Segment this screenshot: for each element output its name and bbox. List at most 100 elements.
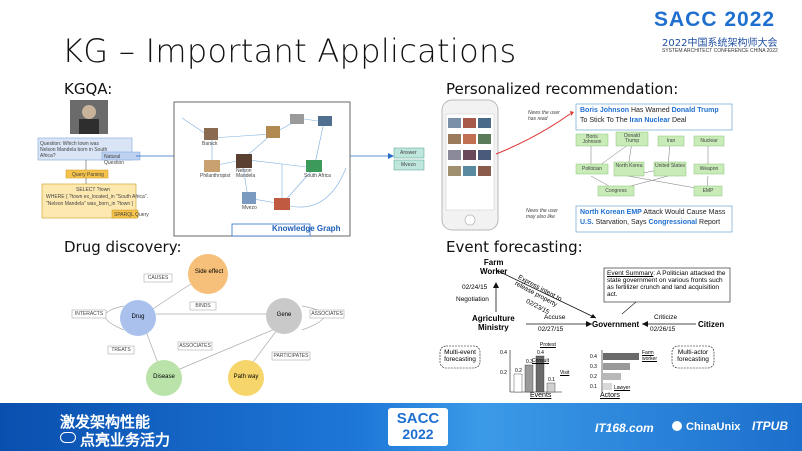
event-arrows <box>495 269 696 325</box>
events-tick-1: 0.2 <box>500 370 507 376</box>
actor-bar-label-lawyer: Lawyer <box>614 385 631 391</box>
mandela-suit <box>79 119 99 134</box>
sponsor-chinaunix: ChinaUnix <box>686 421 741 433</box>
phone-news-thumbnails <box>448 118 491 176</box>
recommendation-diagram <box>441 99 733 233</box>
kg-node-philanthropist <box>204 160 220 172</box>
node-gene <box>266 298 302 334</box>
news2-box <box>575 205 733 233</box>
criticize-date: 02/26/15 <box>650 326 676 333</box>
kg-node-label-philanthropist: Philanthropist <box>200 173 231 179</box>
news1-text-2: To Stick To The <box>580 117 630 124</box>
edge-associates: ASSOCIATES <box>179 343 211 349</box>
news2-entity-emp: North Korean EMP <box>580 209 642 216</box>
news1-entity-boris: Boris Johnson <box>580 107 630 114</box>
rec-node-united-states: United States <box>654 163 686 169</box>
news1-entity-trump: Donald Trump <box>671 107 719 114</box>
node-drug <box>120 300 156 336</box>
footer-banner: 激发架构性能 点亮业务活力 SACC 2022 IT168.com ChinaU… <box>0 403 802 451</box>
edge-interacts: INTERACTS <box>74 311 104 317</box>
drug-heading: Drug discovery: <box>64 238 182 256</box>
kg-node-eiffel <box>266 126 280 138</box>
event-diagram: 0.2 0.3 0.4 0.1 <box>439 267 731 393</box>
answer-text: Answer <box>400 150 417 156</box>
news1-text-3: Deal <box>670 117 687 124</box>
news2-entity-congress: Congressional <box>648 219 698 226</box>
arrow-head-express <box>590 314 596 318</box>
event-bar-value: 0.4 <box>537 350 544 356</box>
negotiation-date: 02/24/15 <box>462 284 488 291</box>
arrow-head <box>388 153 394 159</box>
kg-node-label-south-africa: South Africa <box>304 173 331 179</box>
answer-value-box <box>393 159 425 171</box>
actor-bar <box>603 353 639 360</box>
rec-node-nuclear: Nuclear <box>700 138 718 144</box>
actor-tick-1: 0.3 <box>590 364 597 370</box>
event-bar-value: 0.1 <box>548 377 555 383</box>
sacc-logo-cn: 2022中国系统架构师大会 <box>662 38 778 49</box>
footer-slogan-1: 激发架构性能 <box>60 413 151 431</box>
recommendation-figure: News the user has read News the user may… <box>436 98 736 234</box>
event-summary-text: Event Summary: A Politician attacked the… <box>607 270 729 298</box>
multi-actor-label: Multi-actor forecasting <box>674 349 712 363</box>
footer-sacc-text: SACC <box>396 410 440 427</box>
rec-node-trump: Donald Trump <box>624 133 640 144</box>
event-summary-title: Event Summary <box>607 270 654 277</box>
node-gene-label: Gene <box>276 312 292 318</box>
may-like-line-1: News the user <box>526 208 558 214</box>
actor-ticks: 0.4 0.3 0.2 0.1 <box>590 352 597 392</box>
sparql-line-1: SELECT ?town <box>76 187 111 193</box>
news2-line-1: North Korean EMP Attack Would Cause Mass <box>580 209 725 216</box>
event-summary-body: : A Politician attacked the state govern… <box>607 270 726 298</box>
answer-box <box>393 147 425 159</box>
kgqa-figure: Question: Which town was Nelson Mandela … <box>36 98 436 238</box>
actor-tick-2: 0.2 <box>590 374 597 380</box>
kgqa-diagram <box>37 100 425 237</box>
kgqa-heading: KGQA: <box>64 80 113 98</box>
event-bars: 0.20.30.40.1 <box>513 350 556 393</box>
kg-node-mandela <box>236 154 252 168</box>
red-arrow-head <box>570 111 574 116</box>
news1-entity-iran: Iran Nuclear <box>629 117 671 124</box>
news2-text-2: Starvation, Says <box>593 219 649 226</box>
citizen-label: Citizen <box>698 320 725 329</box>
actor-bar <box>603 373 621 380</box>
multi-event-line-2: forecasting <box>444 356 476 363</box>
may-like-line-2: may also like <box>526 214 555 220</box>
has-read-label: News the user has read <box>528 110 560 122</box>
event-bar <box>513 373 523 393</box>
node-side-effect-label: Side effect <box>194 269 224 275</box>
kg-label-box <box>231 223 311 237</box>
summary-pointer <box>621 301 637 315</box>
farm-worker-label: Farm Worker <box>480 258 507 276</box>
actor-bar-label-farm: Farm worker <box>642 350 658 362</box>
kg-node-hawaii <box>290 114 304 124</box>
farm-worker-line-2: Worker <box>480 267 508 276</box>
actor-bar <box>603 363 630 370</box>
multi-actor-line-1: Multi-actor <box>677 349 709 356</box>
criticize-label: Criticize <box>654 314 678 321</box>
sacc-logo-en: SYSTEM ARCHITECT CONFERENCE CHINA 2022 <box>662 48 778 54</box>
mandela-face <box>82 105 96 119</box>
sparql-tag <box>111 209 139 219</box>
kg-node-label-mandela: Nelson Mandela <box>236 168 256 179</box>
news1-box <box>575 103 733 131</box>
kg-node-sana <box>318 116 332 126</box>
node-disease <box>146 360 182 396</box>
red-arrow <box>495 113 571 155</box>
phone-home-button <box>464 214 476 226</box>
question-text: Question: Which town was Nelson Mandela … <box>40 141 108 159</box>
edge-binds: BINDS <box>195 303 211 309</box>
farm-worker-line-1: Farm <box>483 258 504 267</box>
rec-node-iran: Iran <box>666 138 676 144</box>
event-bar-label-protest: Protest <box>540 342 556 348</box>
accuse-label: Accuse <box>544 314 566 321</box>
kg-node-label-mvezo: Mvezo <box>242 205 257 211</box>
event-bar <box>546 382 556 393</box>
agri-label: Agriculture Ministry <box>472 314 515 332</box>
government-label: Government <box>592 320 640 329</box>
drug-figure: Side effect Drug Gene Disease Path way C… <box>66 254 366 400</box>
news1-line-1: Boris Johnson Has Warned Donald Trump <box>580 107 719 114</box>
rec-node-boris: Boris Johnson <box>582 134 602 145</box>
rec-node-weapon: Weapon <box>699 166 719 172</box>
